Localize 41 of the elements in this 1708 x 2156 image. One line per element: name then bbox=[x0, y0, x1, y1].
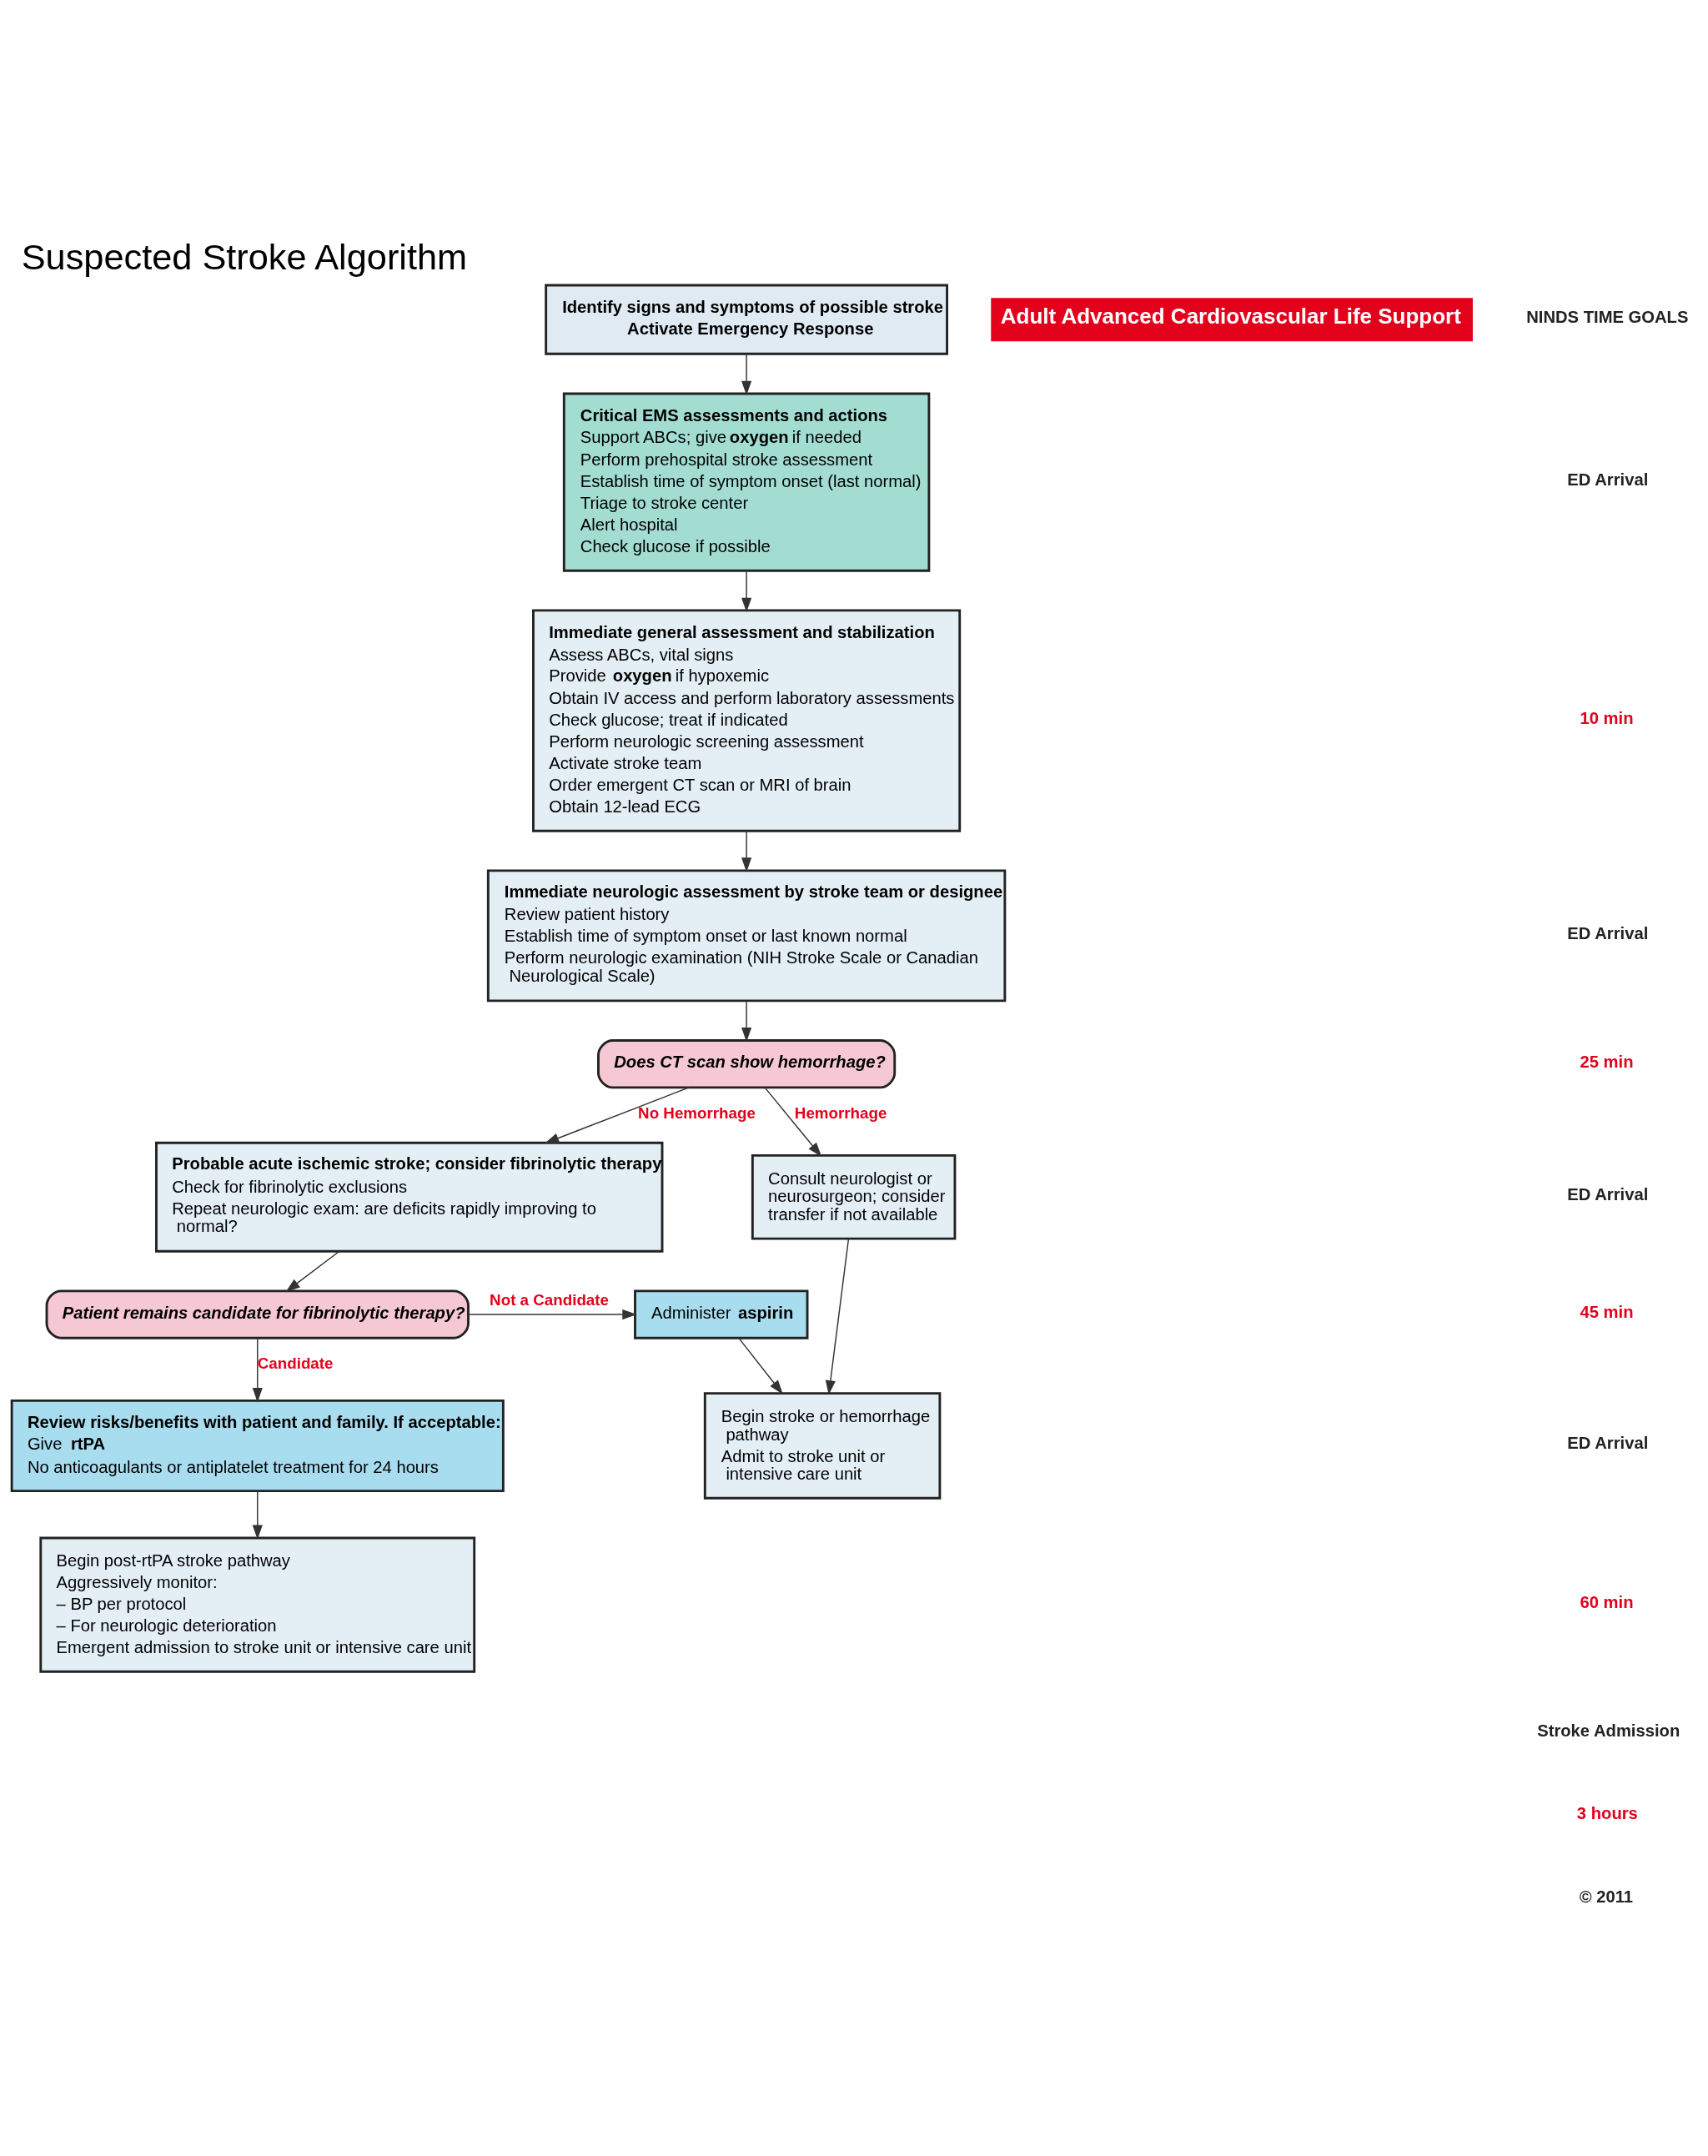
arrow bbox=[741, 830, 752, 872]
node-box: Immediate neurologic assessment by stroke team or designee Review patient history Establish time of symptom onset or last known normal Perform neurologic examination (NIH Stroke Scale or Canadian Neurological Scale) bbox=[486, 868, 1007, 1002]
diagram-title: Suspected Stroke Algorithm bbox=[21, 236, 468, 277]
label: ED Arrival bbox=[1567, 470, 1649, 489]
label: 60 min bbox=[1580, 1592, 1634, 1611]
arrow bbox=[741, 999, 752, 1042]
node-box: Identify signs and symptoms of possible stroke Activate Emergency Response bbox=[545, 284, 948, 355]
node-box: Critical EMS assessments and actions Support ABCs; give oxygen if needed Perform prehospital stroke assessment Establish time of symptom onset (last normal) Triage to stroke center Alert hospital Check glucose if possible bbox=[562, 392, 931, 572]
label: 45 min bbox=[1580, 1302, 1634, 1321]
node-box: Review risks/benefits with patient and family. If acceptable: Give rtPA No anticoagulants or antiplatelet treatment for 24 hours bbox=[10, 1399, 505, 1492]
label: 25 min bbox=[1580, 1052, 1634, 1071]
arrow bbox=[741, 353, 752, 395]
label: 10 min bbox=[1580, 708, 1634, 727]
arrow bbox=[252, 1490, 263, 1540]
edge-label: No Hemorrhage bbox=[638, 1103, 756, 1122]
label: Stroke Admission bbox=[1537, 1721, 1680, 1740]
node-box: Patient remains candidate for fibrinolytic therapy? bbox=[45, 1289, 470, 1339]
edge-label: Hemorrhage bbox=[794, 1103, 887, 1122]
edge-label: Not a Candidate bbox=[490, 1290, 609, 1309]
label: ED Arrival bbox=[1567, 1184, 1649, 1204]
arrow bbox=[467, 1309, 637, 1319]
arrow bbox=[252, 1337, 263, 1402]
node-box: Immediate general assessment and stabilization Assess ABCs, vital signs Provide oxygen if hypoxemic Obtain IV access and perform laboratory assessments Check glucose; treat if indicated Perform neurologic screening assessment Activate stroke team Order emergent CT scan or MRI of brain Obtain 12-lead ECG bbox=[532, 609, 962, 832]
node-box: Does CT scan show hemorrhage? bbox=[597, 1038, 897, 1088]
arrow bbox=[285, 1250, 340, 1292]
arrow bbox=[738, 1337, 783, 1395]
label: NINDS TIME GOALS bbox=[1526, 307, 1689, 326]
node-box: Administer aspirin bbox=[634, 1289, 809, 1339]
arrow bbox=[764, 1087, 822, 1157]
label: © 2011 bbox=[1579, 1887, 1634, 1906]
label: ED Arrival bbox=[1567, 923, 1649, 942]
node-box: Begin post-rtPA stroke pathway Aggressively monitor: – BP per protocol – For neurologic deterioration Emergent admission to stroke unit or intensive care unit bbox=[39, 1536, 476, 1673]
edge-label: Candidate bbox=[257, 1354, 334, 1372]
label: ED Arrival bbox=[1567, 1433, 1649, 1452]
arrow bbox=[825, 1238, 850, 1395]
node-box: Begin stroke or hemorrhage pathway Admit to stroke unit or intensive care unit bbox=[703, 1391, 942, 1500]
label: 3 hours bbox=[1576, 1803, 1638, 1822]
arrow bbox=[741, 570, 752, 612]
arrow bbox=[544, 1086, 690, 1143]
label: Adult Advanced Cardiovascular Life Support bbox=[1000, 303, 1461, 329]
node-box: Consult neurologist or neurosurgeon; consider transfer if not available bbox=[751, 1153, 957, 1240]
